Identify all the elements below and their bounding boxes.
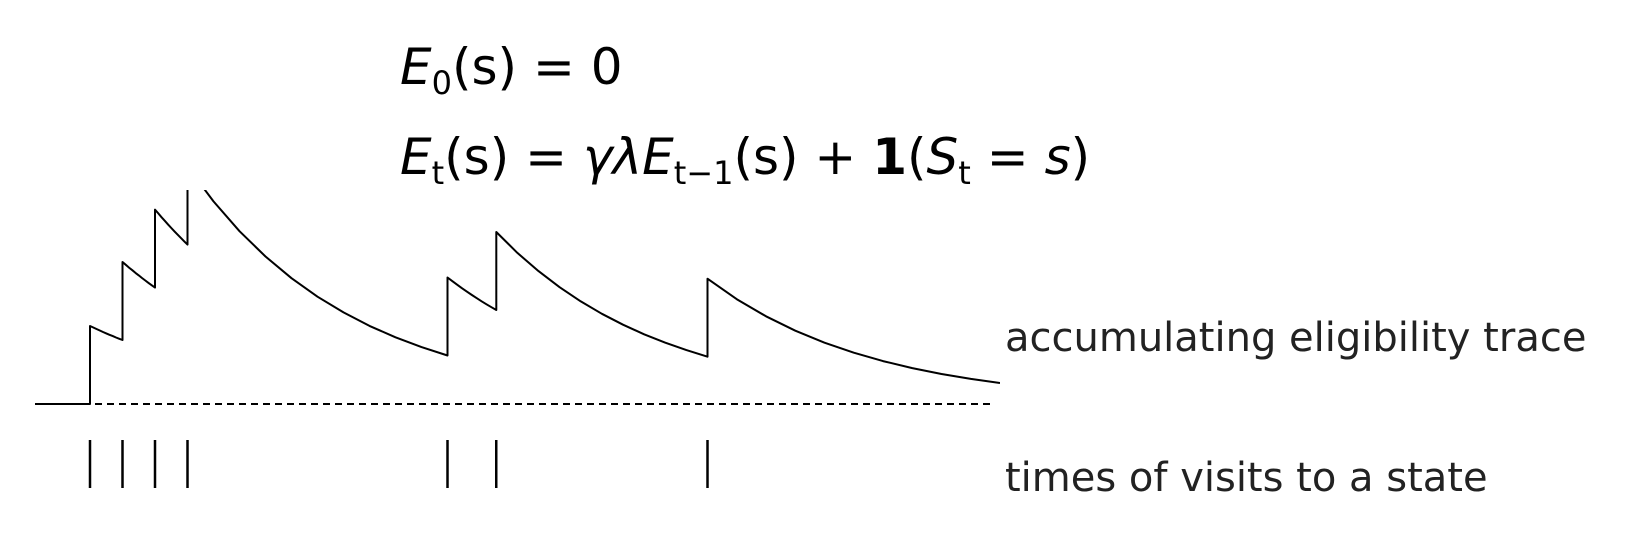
eq2-gamma-lambda: γλ: [582, 128, 643, 186]
eq2-prev-sub: t−1: [673, 154, 734, 192]
equation-update: Et(s) = γλEt−1(s) + 1(St = s): [400, 112, 1220, 202]
visit-ticks: [88, 440, 709, 488]
eq2-sub: t: [431, 154, 445, 192]
eq2-E-prev: E: [642, 128, 674, 186]
trace-label: accumulating eligibility trace: [1005, 315, 1587, 361]
equation-initial: E0(s) = 0: [400, 22, 1220, 112]
visits-label: times of visits to a state: [1005, 455, 1488, 501]
eq2-ind-open: (: [907, 128, 927, 186]
eq2-ind-close: ): [1070, 128, 1091, 186]
eq2-E: E: [400, 128, 432, 186]
eq1-rhs: 0: [590, 38, 623, 96]
eq2-equals: =: [525, 128, 568, 186]
equation-block: E0(s) = 0 Et(s) = γλEt−1(s) + 1(St = s): [400, 22, 1220, 202]
eq1-equals: =: [532, 38, 575, 96]
eq2-S-sub: t: [958, 154, 971, 192]
eq2-S: S: [926, 128, 959, 186]
eq1-arg: (s): [451, 38, 518, 96]
trace-curve: [35, 190, 1000, 405]
eligibility-trace-diagram: [35, 190, 1000, 488]
eq2-plus: +: [814, 128, 857, 186]
eq1-sub: 0: [431, 64, 452, 102]
eq2-ind-equals: =: [986, 128, 1029, 186]
eq1-E: E: [400, 38, 432, 96]
eq2-arg: (s): [444, 128, 510, 186]
eq2-indicator: 1: [872, 128, 908, 186]
eq2-ind-s: s: [1044, 128, 1071, 186]
eq2-prev-arg: (s): [733, 128, 799, 186]
